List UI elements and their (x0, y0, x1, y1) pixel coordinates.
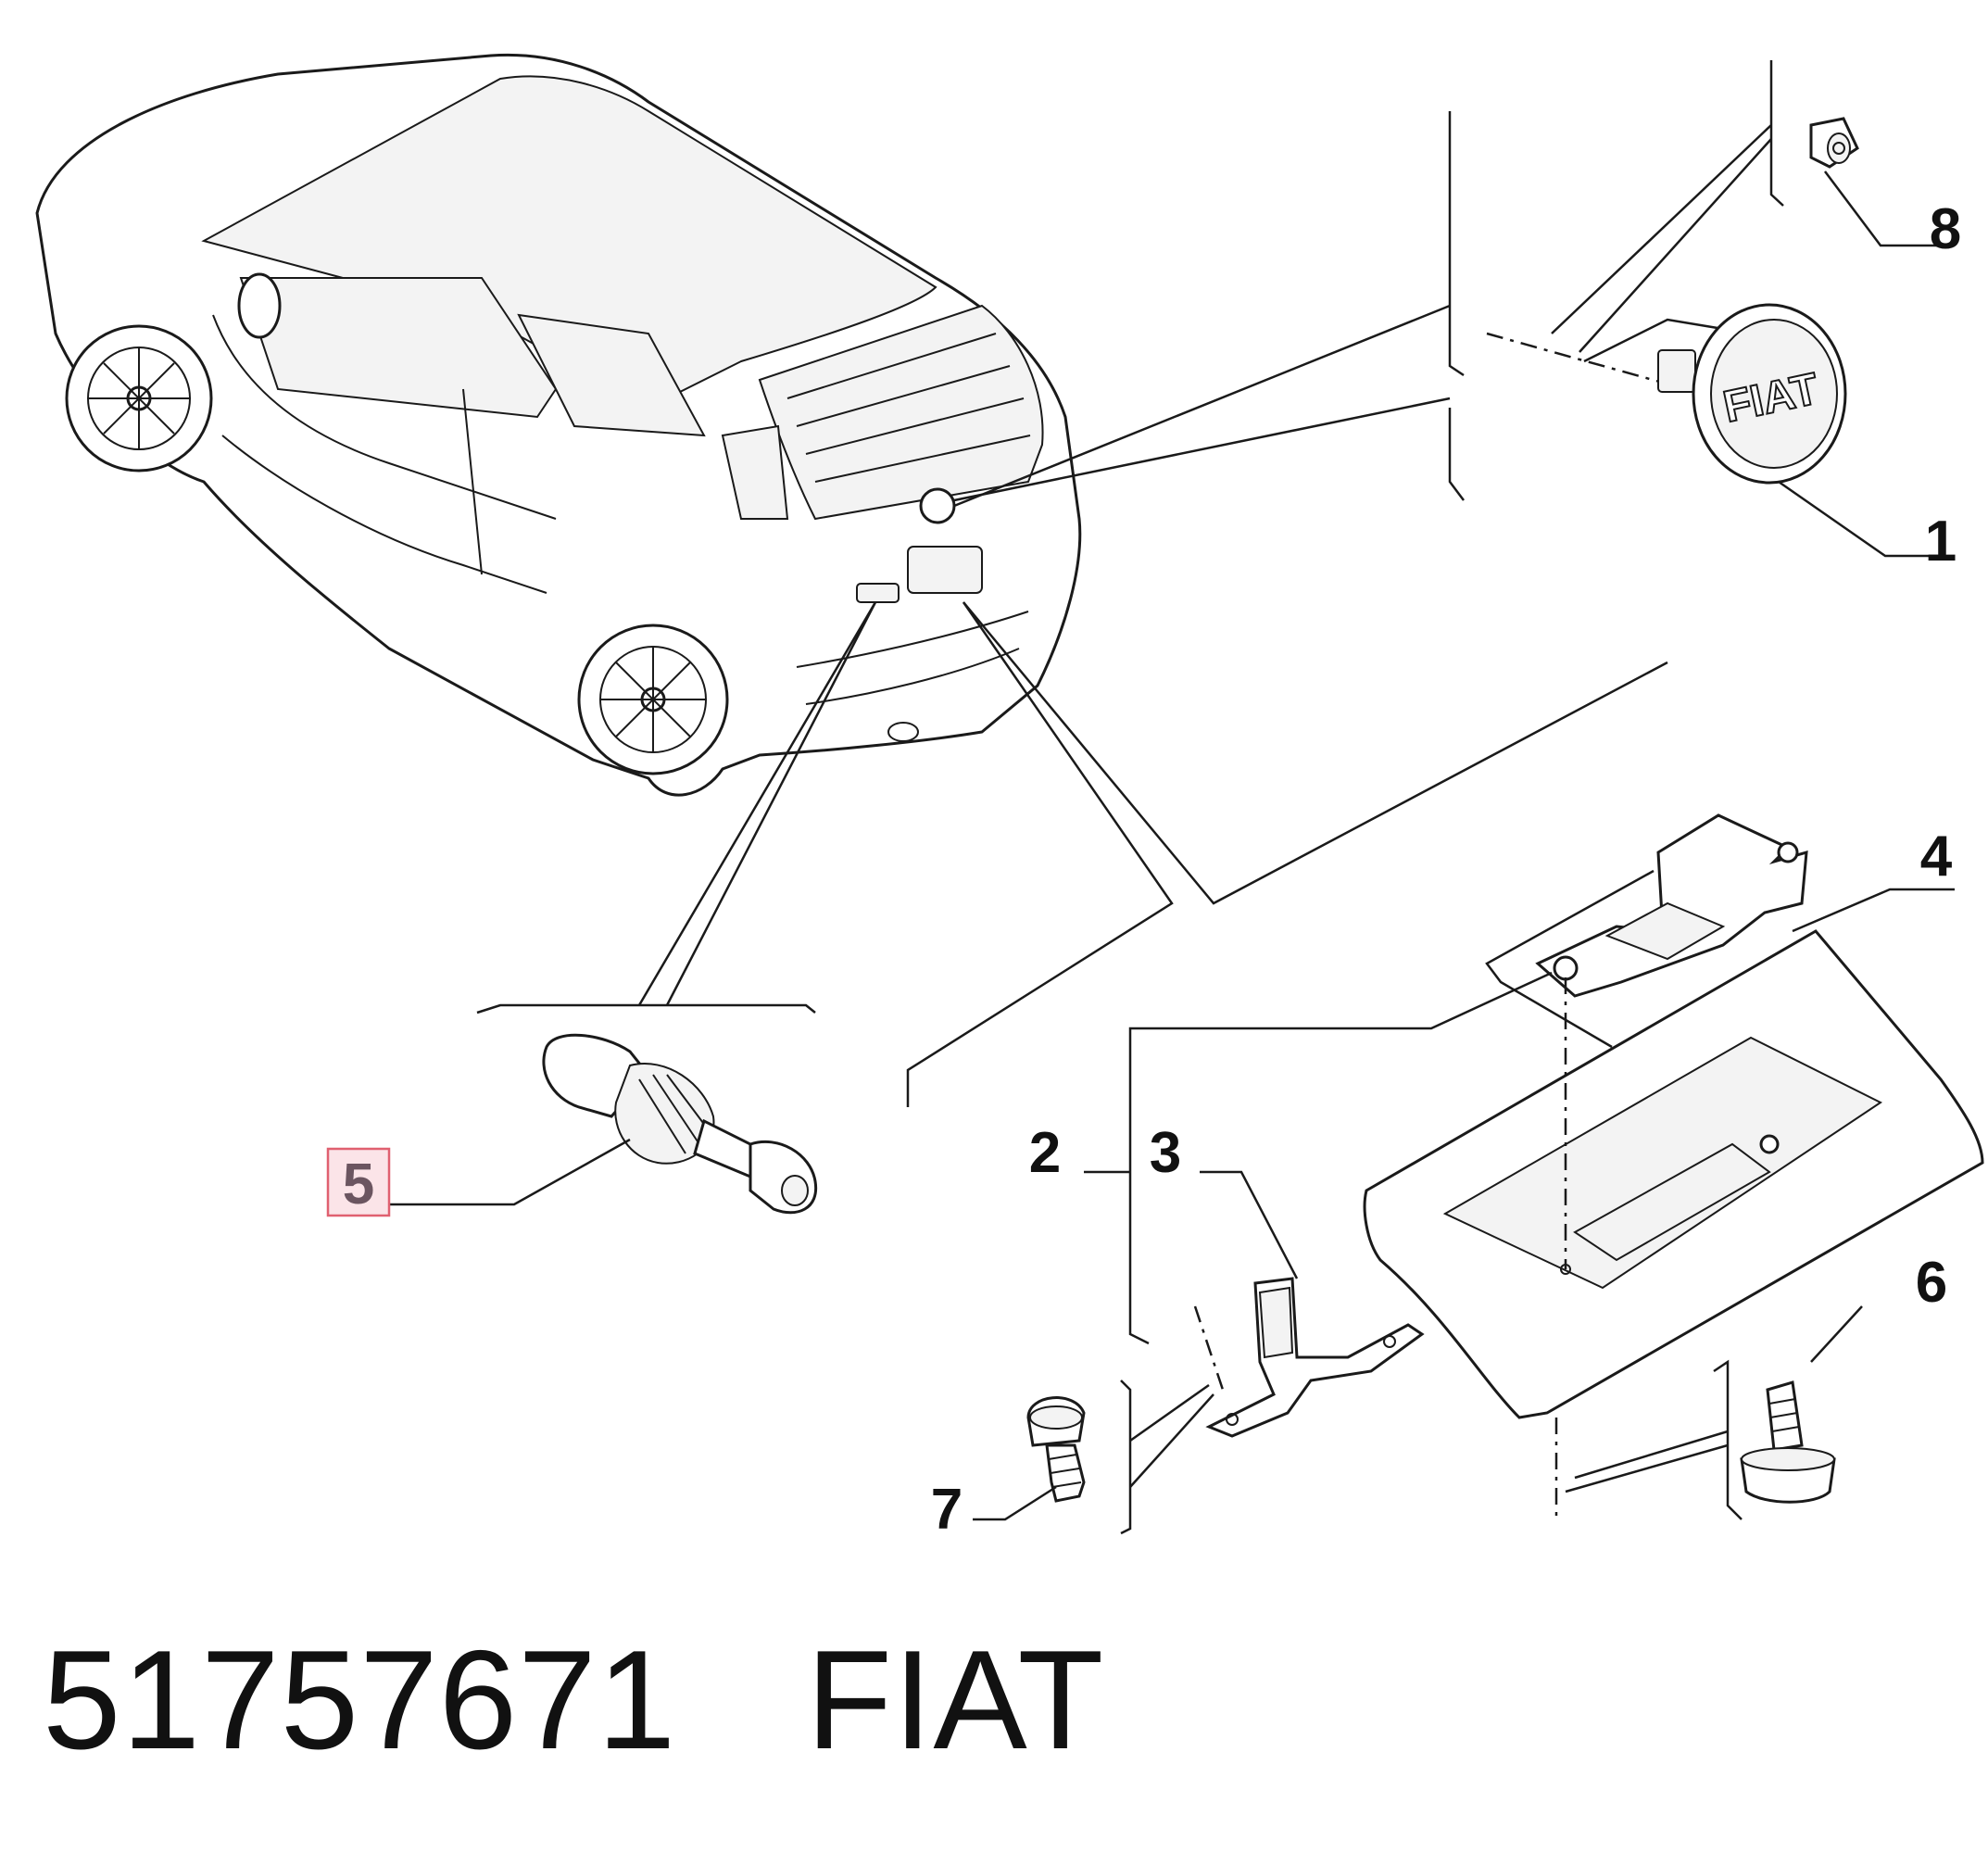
part-4-lamp-housing (1363, 813, 1984, 1419)
part-1-fiat-badge: FIAT (1486, 303, 1847, 485)
part-6-screw (1554, 1305, 1863, 1520)
callout-1[interactable]: 1 (1925, 510, 1957, 573)
callout-2[interactable]: 2 (1029, 1121, 1061, 1185)
car-illustration (35, 53, 1082, 797)
callout-4[interactable]: 4 (1920, 825, 1953, 888)
callout-3[interactable]: 3 (1150, 1121, 1181, 1185)
callout-labels: 1 2 3 4 5 6 7 8 (326, 197, 1961, 1542)
car-leader-lines (476, 111, 1668, 1107)
callout-leaders (389, 170, 1945, 1206)
part-7-screw (973, 1380, 1214, 1535)
callout-5[interactable]: 5 (343, 1153, 374, 1216)
part-number: 51757671 (43, 1620, 677, 1779)
callout-8[interactable]: 8 (1930, 197, 1961, 261)
part-5-bulb (542, 1033, 818, 1215)
callout-7[interactable]: 7 (931, 1478, 963, 1542)
part-3-bracket (1084, 971, 1553, 1438)
brand-name: FIAT (806, 1620, 1105, 1779)
part-8-clip (1551, 60, 1859, 353)
callout-6[interactable]: 6 (1916, 1251, 1947, 1315)
callout-5-highlight (326, 1147, 391, 1217)
part-caption: 51757671 FIAT (43, 1621, 1104, 1779)
